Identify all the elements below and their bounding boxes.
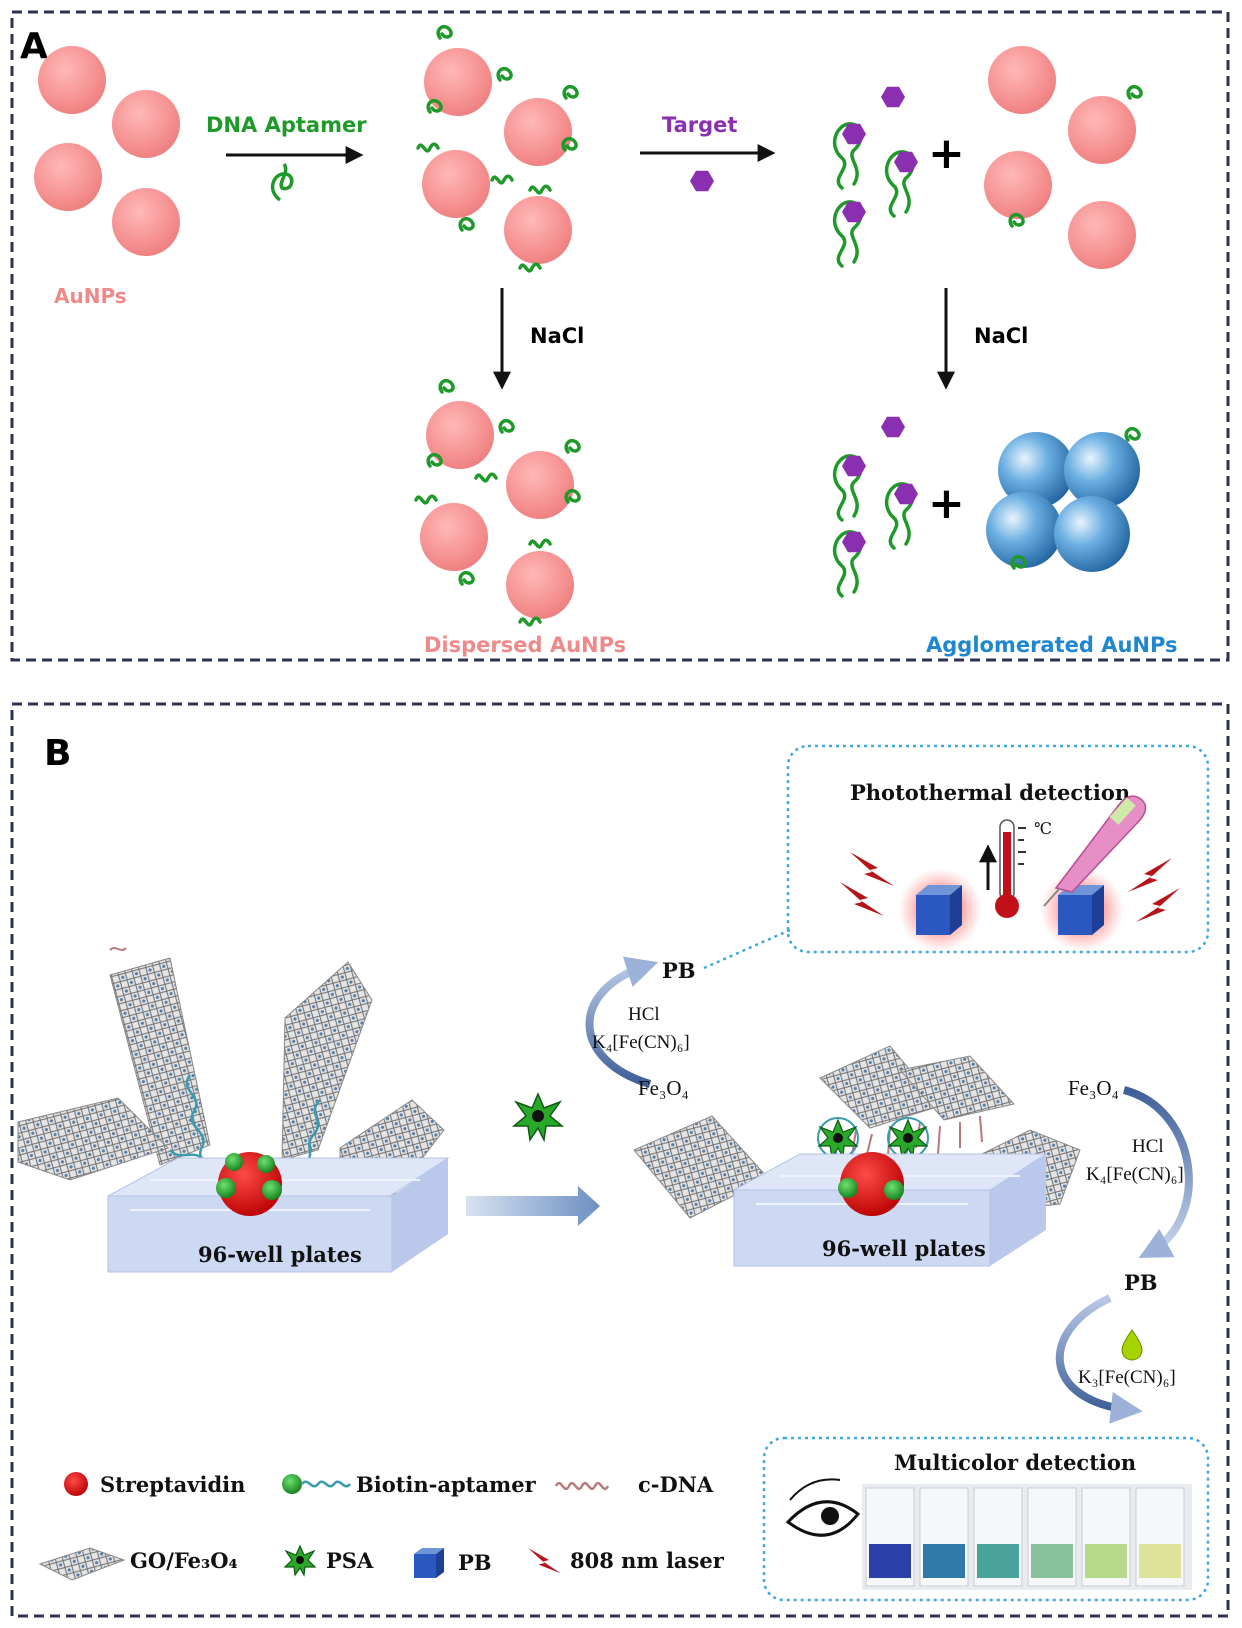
pb-label-top: PB bbox=[662, 958, 696, 983]
legend-laser-swatch bbox=[528, 1548, 561, 1574]
photothermal-illustration: ℃ bbox=[840, 795, 1180, 952]
plates-label-right: 96-well plates bbox=[822, 1236, 986, 1261]
released-aunps bbox=[984, 46, 1143, 269]
laser-bolt-icon bbox=[1128, 858, 1172, 892]
vial-solution bbox=[977, 1544, 1019, 1578]
dispersed-aunps-label: Dispersed AuNPs bbox=[424, 633, 626, 657]
legend-streptavidin: Streptavidin bbox=[100, 1472, 245, 1497]
thermometer-icon bbox=[995, 819, 1026, 918]
legend-go-fe3o4: GO/Fe₃O₄ bbox=[130, 1548, 238, 1573]
k4-label-left: K₄[Fe(CN)₆] bbox=[592, 1032, 690, 1053]
fe3o4-label-left: Fe₃O₄ bbox=[638, 1076, 689, 1100]
target-icon bbox=[690, 170, 714, 192]
vials-strip bbox=[862, 1484, 1192, 1590]
legend-streptavidin-swatch bbox=[64, 1472, 88, 1496]
k3-label: K₃[Fe(CN)₆] bbox=[1078, 1367, 1176, 1388]
pb-label-right: PB bbox=[1124, 1270, 1158, 1295]
legend-cdna: c-DNA bbox=[638, 1472, 714, 1497]
droplet-icon bbox=[1121, 1329, 1143, 1361]
streptavidin-core bbox=[838, 1152, 904, 1216]
k4-label-right: K₄[Fe(CN)₆] bbox=[1086, 1164, 1184, 1185]
vial-solution bbox=[1139, 1544, 1181, 1578]
legend-pb: PB bbox=[458, 1550, 492, 1575]
reaction-curve-left bbox=[585, 956, 659, 1088]
vial bbox=[1081, 1487, 1131, 1587]
legend-biotin-swatch bbox=[282, 1474, 302, 1494]
hcl-label-right: HCl bbox=[1132, 1136, 1164, 1157]
legend-biotin-aptamer: Biotin-aptamer bbox=[356, 1472, 537, 1497]
legend-pb-swatch bbox=[414, 1548, 444, 1578]
psa-icon bbox=[511, 1092, 565, 1143]
go-fe3o4-sheet bbox=[899, 1055, 1015, 1121]
dispersed-aunps-cluster bbox=[414, 378, 581, 627]
reaction-curve-bottom bbox=[1055, 1294, 1143, 1424]
vial bbox=[1027, 1487, 1077, 1587]
laser-bolt-icon bbox=[850, 852, 894, 886]
vial bbox=[865, 1487, 915, 1587]
vial bbox=[919, 1487, 969, 1587]
vial-solution bbox=[923, 1544, 965, 1578]
streptavidin-core bbox=[216, 1152, 282, 1216]
legend-laser: 808 nm laser bbox=[570, 1548, 725, 1573]
dna-aptamer-label: DNA Aptamer bbox=[206, 113, 367, 137]
plates-label-left: 96-well plates bbox=[198, 1242, 362, 1267]
panel-a-label: A bbox=[20, 26, 48, 67]
go-fe3o4-sheet bbox=[109, 957, 211, 1166]
aptamer-icon bbox=[270, 162, 294, 202]
vial-solution bbox=[1085, 1544, 1127, 1578]
agglomerated-aunps-cluster bbox=[986, 426, 1141, 572]
pb-cube-icon bbox=[1058, 885, 1104, 935]
legend-psa-swatch bbox=[283, 1544, 317, 1577]
legend-go-fe3o4-swatch bbox=[38, 1547, 126, 1581]
plus-sign-bottom: + bbox=[928, 478, 965, 529]
psa-addition-arrow bbox=[466, 1186, 600, 1226]
plus-sign-top: + bbox=[928, 128, 965, 179]
eye-icon bbox=[785, 1478, 861, 1537]
aptamer-coated-aunps bbox=[416, 24, 579, 273]
panel-a-border bbox=[10, 10, 1230, 662]
go-fe3o4-sheet bbox=[17, 1097, 169, 1181]
go-fe3o4-sheet bbox=[281, 961, 373, 1161]
vial bbox=[1135, 1487, 1185, 1587]
nacl-label-left: NaCl bbox=[530, 324, 584, 348]
fe3o4-label-right: Fe₃O₄ bbox=[1068, 1076, 1119, 1100]
agglomerated-aunps-label: Agglomerated AuNPs bbox=[926, 633, 1178, 657]
psa-bound bbox=[817, 1117, 859, 1159]
c-dna-strand bbox=[109, 947, 127, 951]
target-label: Target bbox=[662, 113, 737, 137]
aunps-label: AuNPs bbox=[54, 284, 127, 308]
laser-bolt-icon bbox=[840, 882, 884, 916]
pb-to-photothermal-link bbox=[703, 928, 791, 970]
legend-psa: PSA bbox=[326, 1548, 374, 1573]
plates-right bbox=[733, 1153, 1048, 1267]
hcl-label-left: HCl bbox=[628, 1004, 660, 1025]
laser-bolt-icon bbox=[1136, 888, 1180, 922]
panel-a: A AuNPs DNA Aptamer bbox=[10, 10, 1230, 662]
legend-cdna-wave bbox=[554, 1481, 610, 1491]
vial bbox=[973, 1487, 1023, 1587]
digital-thermometer-icon bbox=[1043, 795, 1147, 907]
psa-bound bbox=[887, 1117, 929, 1159]
vial-solution bbox=[1031, 1544, 1073, 1578]
aptamer-target-complexes-bottom bbox=[835, 416, 918, 596]
panel-b-label: B bbox=[44, 733, 71, 774]
legend: Streptavidin Biotin-aptamer c-DNA GO/Fe₃… bbox=[38, 1472, 725, 1581]
photothermal-title: Photothermal detection bbox=[850, 780, 1130, 805]
reaction-curve-right bbox=[1122, 1086, 1193, 1259]
panel-b-border bbox=[10, 702, 1230, 1618]
nacl-label-right: NaCl bbox=[974, 324, 1028, 348]
vial-solution bbox=[869, 1544, 911, 1578]
free-aunps-cluster bbox=[34, 46, 180, 256]
photothermal-box bbox=[786, 744, 1210, 954]
pb-cube-icon bbox=[916, 885, 962, 935]
celsius-unit: ℃ bbox=[1034, 821, 1052, 838]
legend-aptamer-wave bbox=[301, 1480, 351, 1488]
panel-b: B Photothermal detection bbox=[10, 702, 1230, 1618]
aptamer-target-complexes-top bbox=[835, 86, 918, 266]
multicolor-title: Multicolor detection bbox=[894, 1450, 1136, 1475]
